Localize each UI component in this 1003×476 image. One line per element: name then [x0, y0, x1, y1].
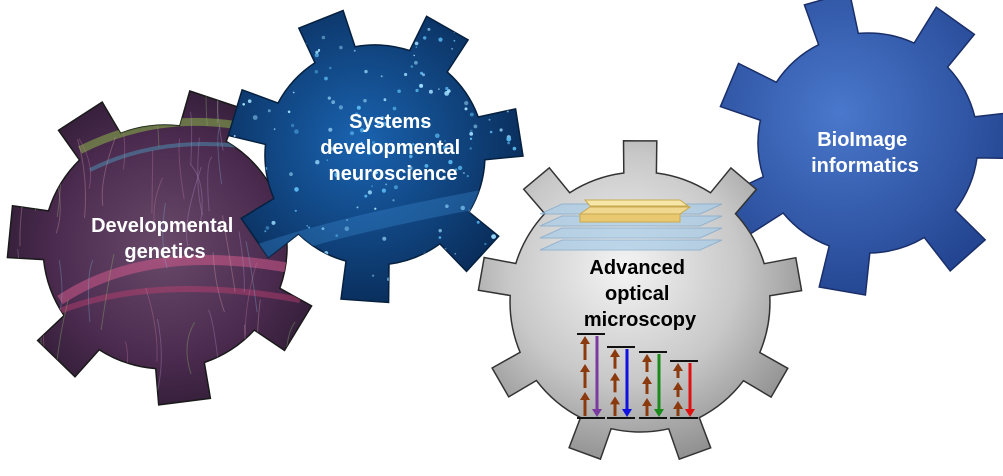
gear-advanced-optical-microscopy: Advanced optical microscopy	[477, 140, 803, 461]
image-stack-icon	[539, 199, 723, 251]
gear-developmental-genetics-shape	[6, 90, 322, 406]
gear-bioimage-informatics-shape	[719, 0, 1003, 296]
gear-systems-line-3: neuroscience	[329, 163, 458, 185]
gear-developmental-genetics-line-2: genetics	[124, 241, 205, 263]
gear-bioimage-line-1: BioImage	[817, 129, 907, 151]
gear-microscopy-line-1: Advanced	[589, 257, 685, 279]
gear-bioimage-line-2: informatics	[811, 155, 919, 177]
gear-systems-line-1: Systems	[349, 111, 431, 133]
gear-systems-developmental-neuroscience: Systems developmental neuroscience	[227, 9, 524, 304]
svg-text:Developmental genetics: Developmental genetics	[91, 215, 239, 263]
svg-text:BioImage informatics: BioImage informatics	[811, 129, 919, 177]
gear-bioimage-informatics: BioImage informatics	[719, 0, 1003, 296]
gear-systems-developmental-neuroscience-shape	[227, 9, 524, 304]
gear-systems-line-2: developmental	[320, 137, 460, 159]
gear-microscopy-line-3: microscopy	[584, 309, 697, 331]
energy-level-diagram-icon	[577, 333, 698, 419]
svg-text:Advanced optical m: Advanced optical microscopy	[584, 257, 697, 331]
gear-microscopy-line-2: optical	[605, 283, 669, 305]
svg-text:Systems developmental: Systems developmental neuroscience	[320, 111, 466, 185]
gear-developmental-genetics-line-1: Developmental	[91, 215, 233, 237]
